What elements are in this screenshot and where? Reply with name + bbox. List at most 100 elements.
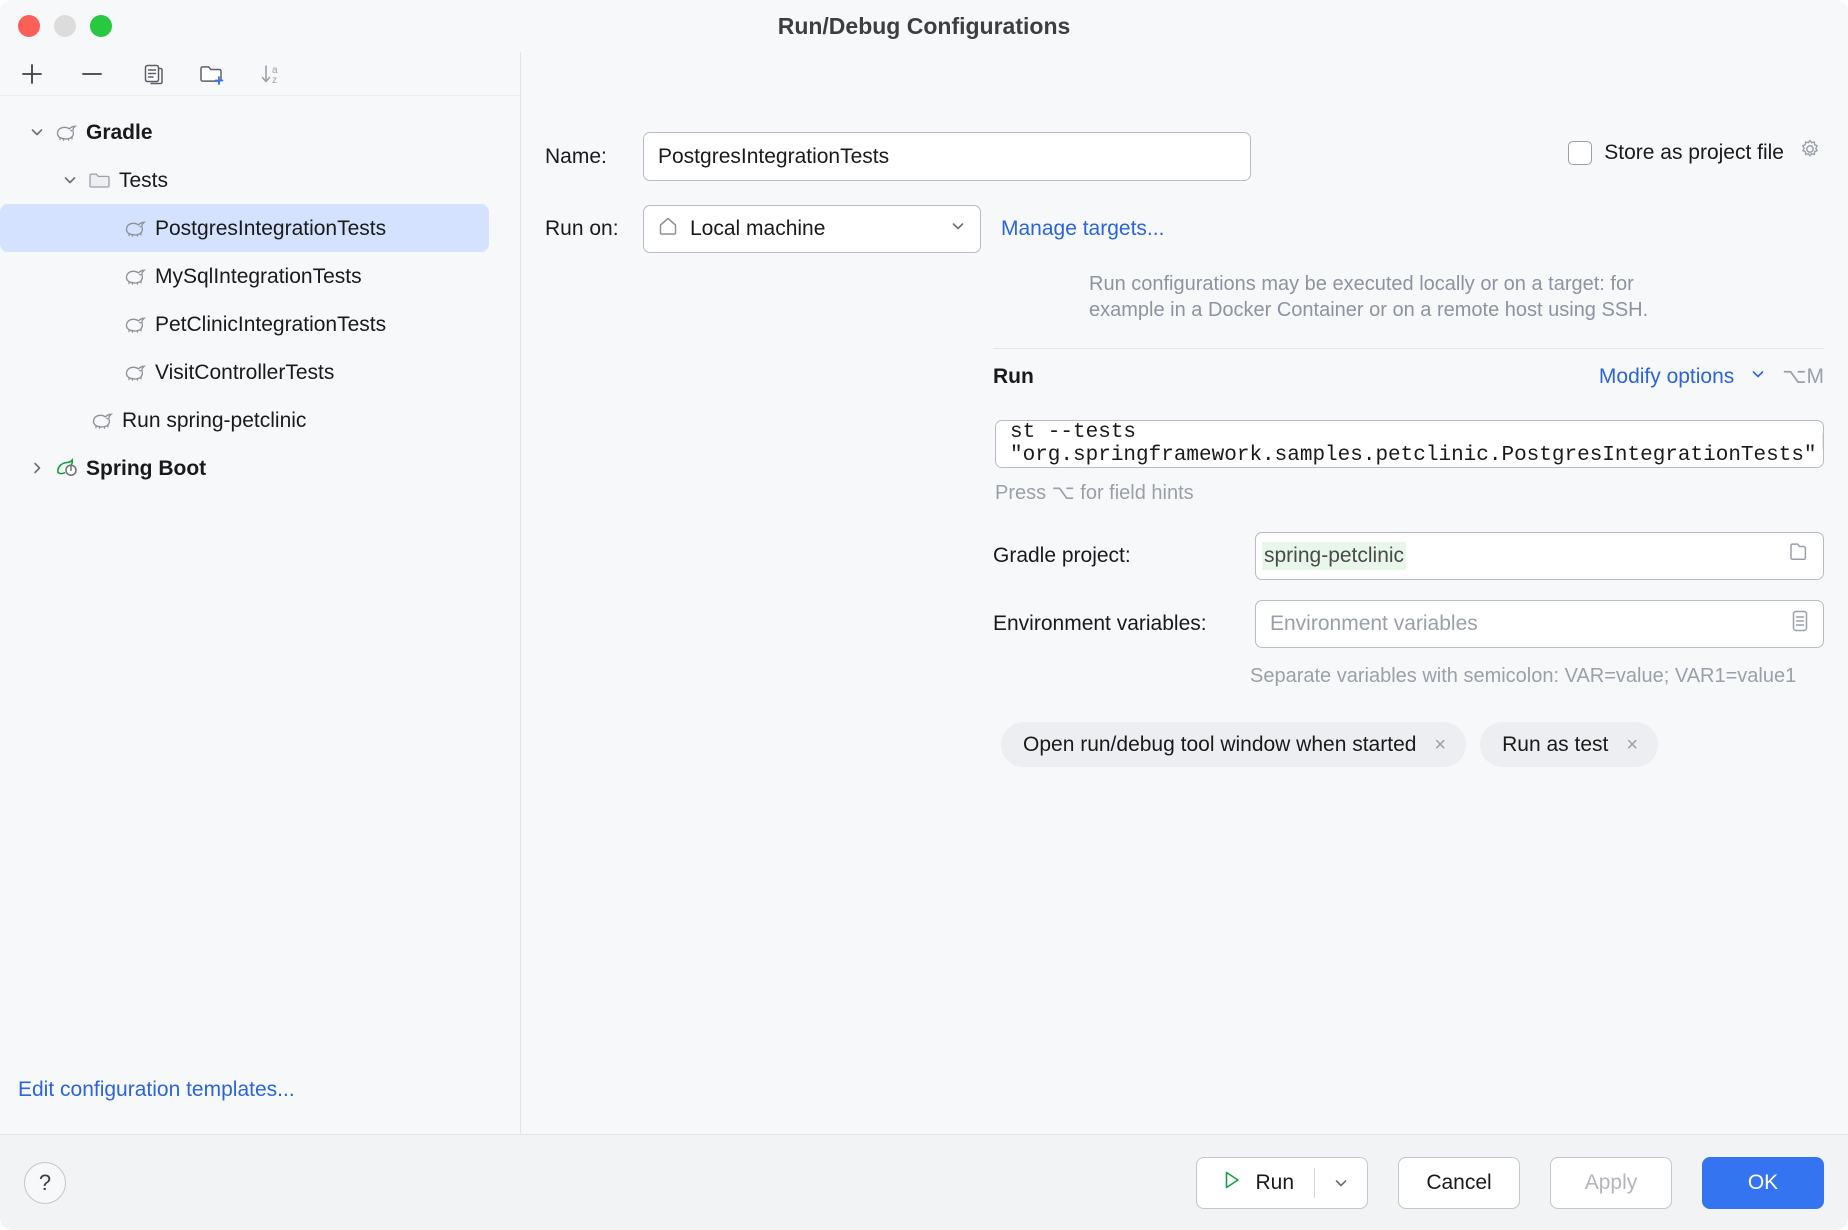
tree-node-petclinicintegrationtests[interactable]: PetClinicIntegrationTests — [0, 300, 520, 348]
minus-icon — [78, 60, 106, 88]
tree-node-postgresintegrationtests[interactable]: PostgresIntegrationTests — [0, 204, 489, 252]
tree-node-label: PetClinicIntegrationTests — [155, 314, 386, 335]
target-help-text: Run configurations may be executed local… — [1089, 272, 1729, 323]
gradle-project-label: Gradle project: — [993, 544, 1255, 568]
close-icon[interactable]: × — [1626, 735, 1638, 755]
tree-node-label: Tests — [119, 170, 168, 191]
chevron-down-icon[interactable] — [55, 165, 85, 195]
run-command-input[interactable]: st --tests "org.springframework.samples.… — [995, 420, 1824, 468]
footer-buttons: Run Cancel Apply OK — [1196, 1157, 1824, 1209]
run-on-value: Local machine — [690, 217, 825, 241]
configurations-tree: Gradle Tests — [0, 96, 520, 492]
chip-run-as-test[interactable]: Run as test × — [1480, 722, 1658, 767]
sidebar-toolbar: a z — [0, 52, 520, 96]
store-as-project-file-row: Store as project file — [1568, 136, 1824, 169]
option-chips: Open run/debug tool window when started … — [1001, 722, 1658, 767]
environment-variables-placeholder: Environment variables — [1270, 612, 1478, 636]
folder-icon — [85, 167, 115, 193]
modify-options-shortcut: ⌥M — [1782, 364, 1824, 389]
section-divider — [993, 348, 1824, 349]
tree-node-tests[interactable]: Tests — [0, 156, 520, 204]
tree-node-label: Run spring-petclinic — [122, 410, 306, 431]
store-as-project-file-label: Store as project file — [1604, 141, 1784, 165]
copy-icon — [138, 60, 166, 88]
configuration-editor-panel: Name: PostgresIntegrationTests Store as … — [521, 52, 1848, 1134]
dialog-title: Run/Debug Configurations — [0, 0, 1848, 52]
gradle-project-row: Gradle project: spring-petclinic — [993, 532, 1824, 580]
svg-text:z: z — [272, 75, 277, 86]
chip-label: Run as test — [1502, 733, 1608, 757]
apply-button: Apply — [1550, 1157, 1672, 1209]
gear-icon[interactable] — [1796, 136, 1824, 169]
tree-node-spring-boot[interactable]: Spring Boot — [0, 444, 520, 492]
tree-node-label: Gradle — [86, 122, 153, 143]
gradle-elephant-icon — [52, 119, 82, 145]
run-section-title: Run — [993, 365, 1034, 389]
cancel-button[interactable]: Cancel — [1398, 1157, 1520, 1209]
run-button-label: Run — [1255, 1171, 1294, 1195]
tree-node-label: Spring Boot — [86, 458, 206, 479]
tree-node-label: PostgresIntegrationTests — [155, 218, 386, 239]
spring-boot-leaf-icon — [52, 455, 82, 481]
name-label: Name: — [545, 145, 643, 169]
new-folder-button[interactable] — [194, 57, 230, 91]
tree-node-visitcontrollertests[interactable]: VisitControllerTests — [0, 348, 520, 396]
field-hints-text: Press ⌥ for field hints — [995, 480, 1194, 505]
run-dropdown-button[interactable] — [1315, 1158, 1367, 1208]
expand-editor-icon[interactable] — [1787, 607, 1813, 641]
sort-alpha-icon: a z — [258, 60, 286, 88]
title-bar: Run/Debug Configurations — [0, 0, 1848, 52]
gradle-elephant-icon — [88, 407, 118, 433]
gradle-elephant-icon — [121, 263, 151, 289]
chip-open-run-debug-tool-window[interactable]: Open run/debug tool window when started … — [1001, 722, 1466, 767]
gradle-project-value: spring-petclinic — [1262, 542, 1406, 570]
close-icon[interactable]: × — [1434, 735, 1446, 755]
run-on-combobox[interactable]: Local machine — [643, 205, 981, 253]
modify-options-link[interactable]: Modify options — [1599, 365, 1734, 389]
store-as-project-file-checkbox[interactable] — [1568, 141, 1592, 165]
copy-configuration-button[interactable] — [134, 57, 170, 91]
gradle-project-input[interactable]: spring-petclinic — [1255, 532, 1824, 580]
ok-button[interactable]: OK — [1702, 1157, 1824, 1209]
add-configuration-button[interactable] — [14, 57, 50, 91]
gradle-elephant-icon — [121, 215, 151, 241]
gradle-elephant-icon — [121, 359, 151, 385]
tree-node-label: VisitControllerTests — [155, 362, 334, 383]
name-input[interactable]: PostgresIntegrationTests — [643, 132, 1251, 181]
edit-configuration-templates-link[interactable]: Edit configuration templates... — [18, 1078, 295, 1102]
environment-variables-hint: Separate variables with semicolon: VAR=v… — [1250, 665, 1796, 688]
remove-configuration-button[interactable] — [74, 57, 110, 91]
environment-variables-row: Environment variables: Environment varia… — [993, 600, 1824, 648]
tree-node-gradle[interactable]: Gradle — [0, 108, 520, 156]
sort-configurations-button[interactable]: a z — [254, 57, 290, 91]
run-on-row: Run on: Local machine Manage targets... — [545, 205, 1164, 253]
dialog-footer: ? Run Cancel Apply OK — [0, 1134, 1848, 1230]
help-button[interactable]: ? — [24, 1162, 66, 1204]
tree-node-run-spring-petclinic[interactable]: Run spring-petclinic — [0, 396, 520, 444]
run-command-value: st --tests "org.springframework.samples.… — [1010, 421, 1817, 467]
chevron-right-icon[interactable] — [22, 453, 52, 483]
browse-folder-icon[interactable] — [1783, 539, 1813, 573]
chevron-down-icon[interactable] — [948, 216, 968, 242]
expand-editor-icon[interactable] — [1817, 427, 1824, 462]
plus-icon — [18, 60, 46, 88]
chevron-down-icon[interactable] — [1748, 364, 1768, 389]
run-section-header: Run Modify options ⌥M — [993, 364, 1824, 389]
dialog-body: a z — [0, 52, 1848, 1134]
tree-node-mysqlintegrationtests[interactable]: MySqlIntegrationTests — [0, 252, 520, 300]
home-icon — [656, 214, 680, 244]
play-icon — [1219, 1168, 1243, 1198]
chevron-down-icon[interactable] — [22, 117, 52, 147]
new-folder-icon — [197, 60, 227, 88]
run-button[interactable]: Run — [1196, 1157, 1368, 1209]
target-help-line-1: Run configurations may be executed local… — [1089, 272, 1729, 298]
environment-variables-input[interactable]: Environment variables — [1255, 600, 1824, 648]
configurations-sidebar: a z — [0, 52, 521, 1134]
target-help-line-2: example in a Docker Container or on a re… — [1089, 298, 1729, 324]
gradle-elephant-icon — [121, 311, 151, 337]
environment-variables-label: Environment variables: — [993, 612, 1255, 636]
tree-node-label: MySqlIntegrationTests — [155, 266, 362, 287]
run-on-label: Run on: — [545, 217, 643, 241]
manage-targets-link[interactable]: Manage targets... — [1001, 217, 1164, 241]
